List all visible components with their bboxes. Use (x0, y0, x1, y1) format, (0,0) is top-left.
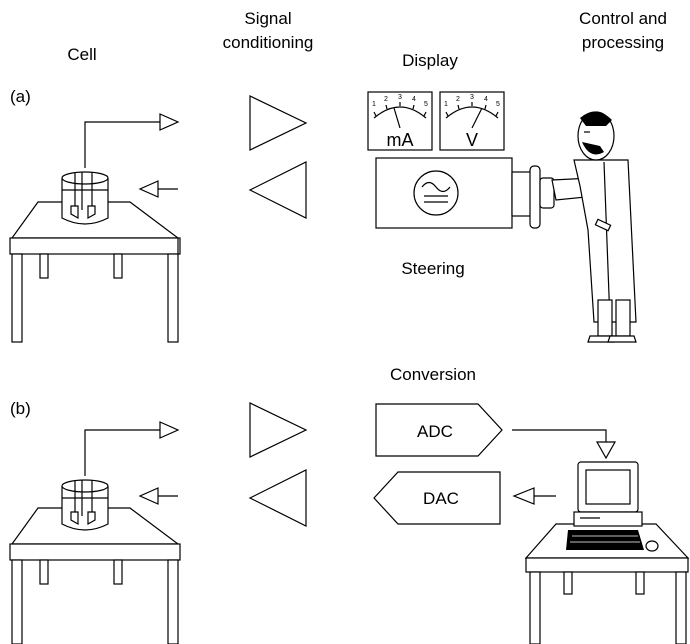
current-unit-label: mA (387, 130, 414, 150)
adc-to-computer-arrow (512, 429, 617, 460)
ma-tick-2: 2 (384, 96, 388, 103)
ma-tick-3: 3 (398, 94, 402, 101)
conversion-label: Conversion (390, 365, 476, 384)
panel-label-a: (a) (10, 87, 31, 106)
ma-tick-1: 1 (372, 101, 376, 108)
v-tick-3: 3 (470, 94, 474, 101)
computer-to-dac-arrow (512, 487, 556, 505)
signal-out-arrow-b (84, 421, 180, 476)
v-tick-2: 2 (456, 96, 460, 103)
header-display: Display (402, 51, 458, 70)
electrochemical-cell-a (61, 171, 109, 225)
current-meter: 1 2 3 4 5 mA (367, 91, 433, 151)
amplifier-forward-b (249, 402, 308, 458)
v-tick-5: 5 (496, 101, 500, 108)
ma-tick-4: 4 (412, 96, 416, 103)
steering-label: Steering (401, 259, 464, 278)
amplifier-reverse-a (248, 161, 307, 219)
operator-figure (511, 111, 637, 343)
header-signal: Signal (244, 9, 291, 28)
header-control: Control and (579, 9, 667, 28)
dac-block: DAC (373, 471, 501, 525)
adc-block: ADC (375, 403, 503, 457)
table-a (9, 201, 181, 343)
signal-in-arrow-a (138, 180, 178, 198)
amplifier-reverse-b (248, 469, 307, 527)
adc-label: ADC (417, 422, 453, 441)
header-processing: processing (582, 33, 664, 52)
header-conditioning: conditioning (223, 33, 314, 52)
dac-label: DAC (423, 489, 459, 508)
electrochemical-cell-b (61, 479, 109, 531)
v-tick-1: 1 (444, 101, 448, 108)
panel-label-b: (b) (10, 399, 31, 418)
signal-in-arrow-b (138, 487, 178, 505)
v-tick-4: 4 (484, 96, 488, 103)
signal-out-arrow-a (84, 113, 180, 168)
ma-tick-5: 5 (424, 101, 428, 108)
header-cell: Cell (67, 45, 96, 64)
amplifier-forward-a (249, 95, 308, 151)
voltage-unit-label: V (466, 130, 478, 150)
waveform-generator (375, 157, 513, 229)
voltage-meter: 1 2 3 4 5 V (439, 91, 505, 151)
computer (566, 461, 659, 552)
